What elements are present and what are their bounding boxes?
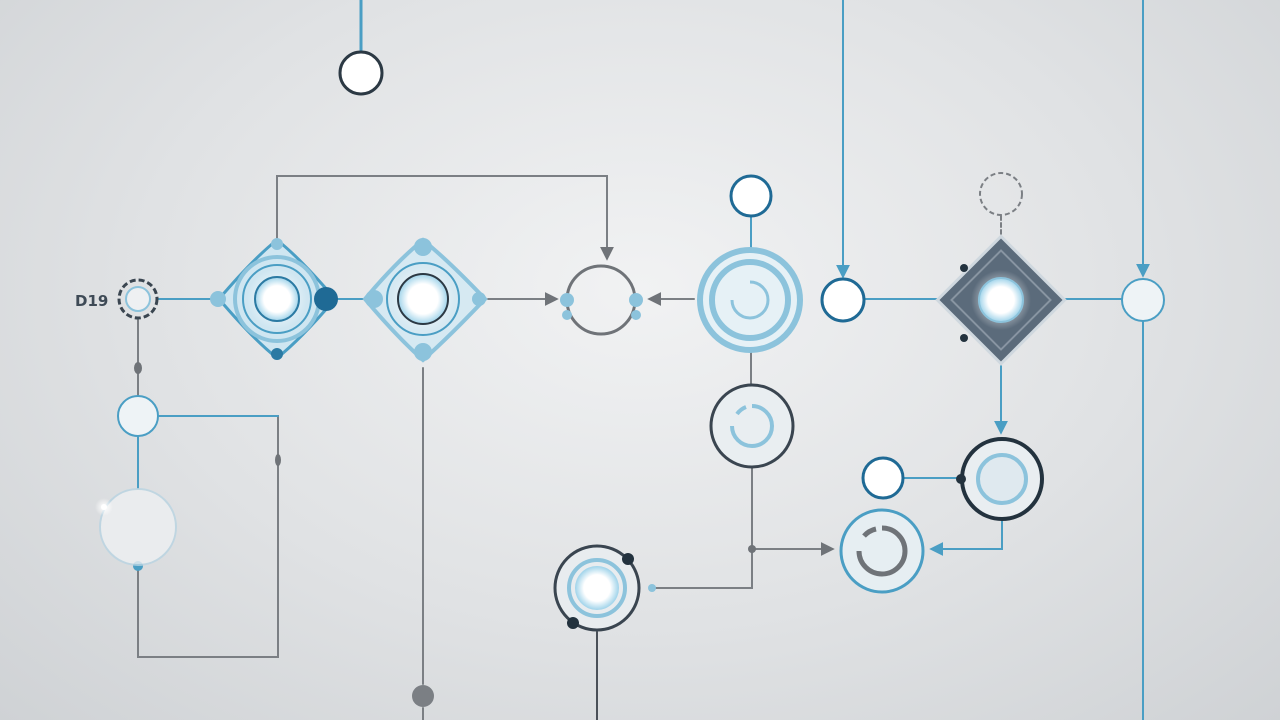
connector-top-loop xyxy=(276,175,614,261)
bottom-glow-node[interactable] xyxy=(553,544,641,632)
left-faded-ring-node[interactable] xyxy=(95,488,177,566)
top-small-node[interactable] xyxy=(729,174,773,218)
connectors xyxy=(137,0,1150,720)
right-ring-node[interactable] xyxy=(1121,278,1165,322)
connector-knobs xyxy=(133,362,756,592)
id-label: D19 xyxy=(75,292,108,310)
gray-open-ring-node[interactable] xyxy=(560,264,643,336)
glowing-diamond-node-2[interactable] xyxy=(362,237,488,363)
connector-dark-to-lower-blue xyxy=(929,519,1003,556)
middle-ring-node[interactable] xyxy=(709,383,795,469)
lower-blue-ring-node[interactable] xyxy=(839,508,925,594)
top-open-node[interactable] xyxy=(338,50,384,96)
double-blue-ring-node[interactable] xyxy=(697,247,803,353)
connector-middle-to-bottom xyxy=(651,466,753,589)
white-junction-node[interactable] xyxy=(820,277,866,323)
id-ring-node[interactable] xyxy=(117,278,159,320)
dark-ring-node[interactable] xyxy=(956,437,1044,521)
small-white-node[interactable] xyxy=(861,456,905,500)
slate-diamond-node[interactable] xyxy=(935,234,1067,366)
bottom-gray-dot[interactable] xyxy=(412,685,434,707)
dashed-top-node[interactable] xyxy=(979,172,1023,216)
glowing-diamond-node-1[interactable] xyxy=(210,238,338,360)
left-small-ring-node[interactable] xyxy=(117,395,159,437)
